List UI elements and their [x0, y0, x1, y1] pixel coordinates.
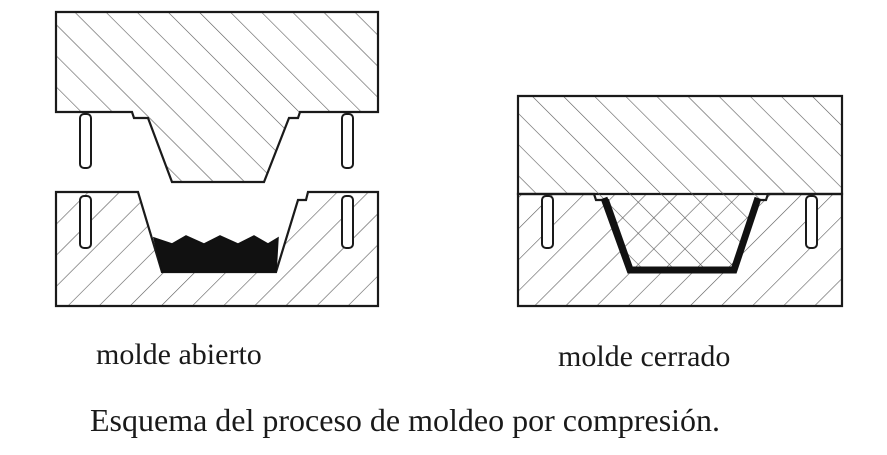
open-mold-guide-hole-right [341, 195, 354, 249]
closed-mold-formed-part [600, 196, 762, 274]
open-mold-guide-pin-left [79, 113, 92, 169]
closed-mold-label: molde cerrado [558, 340, 731, 373]
closed-mold-guide-hole-left [541, 195, 554, 249]
open-mold-label: molde abierto [96, 338, 262, 371]
closed-mold [516, 94, 844, 308]
open-mold-upper-half [54, 10, 380, 184]
figure-caption: Esquema del proceso de moldeo por compre… [90, 402, 721, 438]
open-mold [54, 10, 380, 308]
open-mold-guide-hole-left [79, 195, 92, 249]
closed-mold-guide-hole-right [805, 195, 818, 249]
open-mold-lower-half [54, 190, 380, 308]
open-mold-charge [152, 235, 279, 273]
open-mold-guide-pin-right [341, 113, 354, 169]
